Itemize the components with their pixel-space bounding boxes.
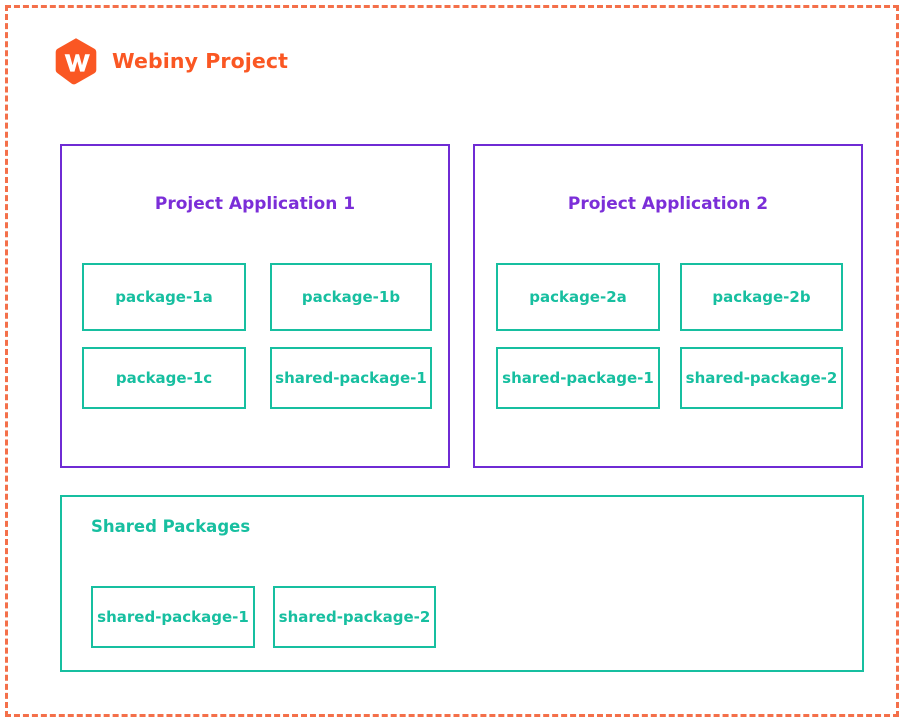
project-application-1-title: Project Application 1 [154, 194, 356, 214]
page-title: Webiny Project [112, 49, 289, 73]
package-box[interactable]: package-2a [496, 263, 660, 331]
package-box[interactable]: package-1a [82, 263, 246, 331]
project-application-2-title: Project Application 2 [567, 194, 769, 214]
project-application-2-container: Project Application 2 package-2a package… [473, 144, 863, 468]
package-box[interactable]: shared-package-1 [91, 586, 255, 648]
shared-packages-container: Shared Packages shared-package-1 shared-… [60, 495, 864, 672]
project-application-1-container: Project Application 1 package-1a package… [60, 144, 450, 468]
brand-header: Webiny Project [54, 37, 288, 85]
package-box[interactable]: shared-package-2 [680, 347, 843, 409]
package-box[interactable]: shared-package-1 [270, 347, 432, 409]
package-box[interactable]: shared-package-2 [273, 586, 436, 648]
package-box[interactable]: package-1b [270, 263, 432, 331]
package-box[interactable]: package-1c [82, 347, 246, 409]
project-boundary: Webiny Project Project Application 1 pac… [5, 5, 899, 717]
webiny-hexagon-logo-icon [54, 37, 98, 85]
shared-packages-title: Shared Packages [91, 517, 251, 536]
package-box[interactable]: shared-package-1 [496, 347, 660, 409]
package-box[interactable]: package-2b [680, 263, 843, 331]
